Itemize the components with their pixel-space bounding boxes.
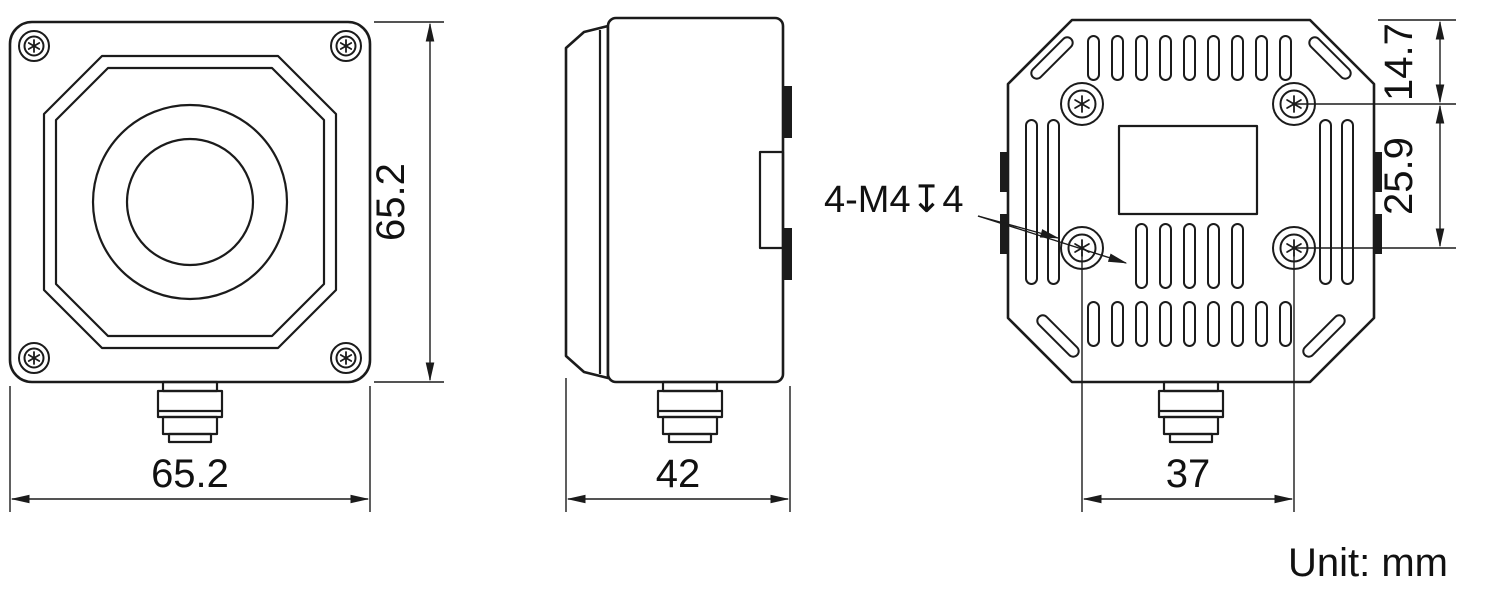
dim-front-height: 65.2: [369, 21, 444, 383]
dim-mount-spacing: 37: [1081, 252, 1295, 512]
connector-icon: [656, 380, 724, 444]
lens-icon: [125, 137, 255, 267]
dim-label-hole-offset-top: 14.7: [1377, 23, 1421, 101]
mount-screw-icon: [1060, 82, 1104, 126]
dim-label-front-width: 65.2: [151, 452, 229, 496]
dim-label-mount-spacing: 37: [1166, 452, 1211, 496]
thread-callout: 4-M4↧4: [824, 179, 1128, 264]
front-bezel-outer: [42, 54, 338, 350]
dim-hole-offset-top: 14.7: [1296, 19, 1456, 105]
side-tab: [783, 86, 792, 138]
side-housing-outline: [606, 16, 785, 384]
lens-ring-icon: [91, 103, 289, 301]
back-side-tab: [1374, 214, 1382, 254]
torx-screw-icon: [330, 30, 362, 62]
dim-front-width: 65.2: [9, 386, 371, 512]
dim-label-hole-offset-mid: 25.9: [1377, 137, 1421, 215]
back-label-plate: [1117, 124, 1259, 216]
front-housing-outline: [8, 20, 372, 384]
front-bezel-inner: [54, 66, 326, 338]
torx-screw-icon: [330, 342, 362, 374]
side-front-bezel: [564, 24, 610, 380]
back-side-tab: [1000, 214, 1008, 254]
dim-hole-offset-mid: 25.9: [1296, 104, 1456, 249]
side-view: [564, 16, 792, 444]
back-side-tab: [1374, 152, 1382, 192]
dim-side-depth: 42: [565, 378, 791, 512]
side-panel-inset: [758, 150, 785, 250]
heatsink-fins: [1025, 35, 1354, 358]
thread-callout-label: 4-M4↧4: [824, 179, 964, 221]
back-view: [1000, 18, 1382, 444]
connector-icon: [156, 380, 224, 444]
connector-icon: [1157, 380, 1225, 444]
dim-label-side-depth: 42: [656, 452, 701, 496]
torx-screw-icon: [18, 30, 50, 62]
side-tab: [783, 228, 792, 280]
back-side-tab: [1000, 152, 1008, 192]
torx-screw-icon: [18, 342, 50, 374]
unit-label: Unit: mm: [1288, 541, 1448, 585]
dim-label-front-height: 65.2: [369, 163, 413, 241]
front-view: [8, 20, 372, 444]
leader-line: [977, 215, 1128, 264]
